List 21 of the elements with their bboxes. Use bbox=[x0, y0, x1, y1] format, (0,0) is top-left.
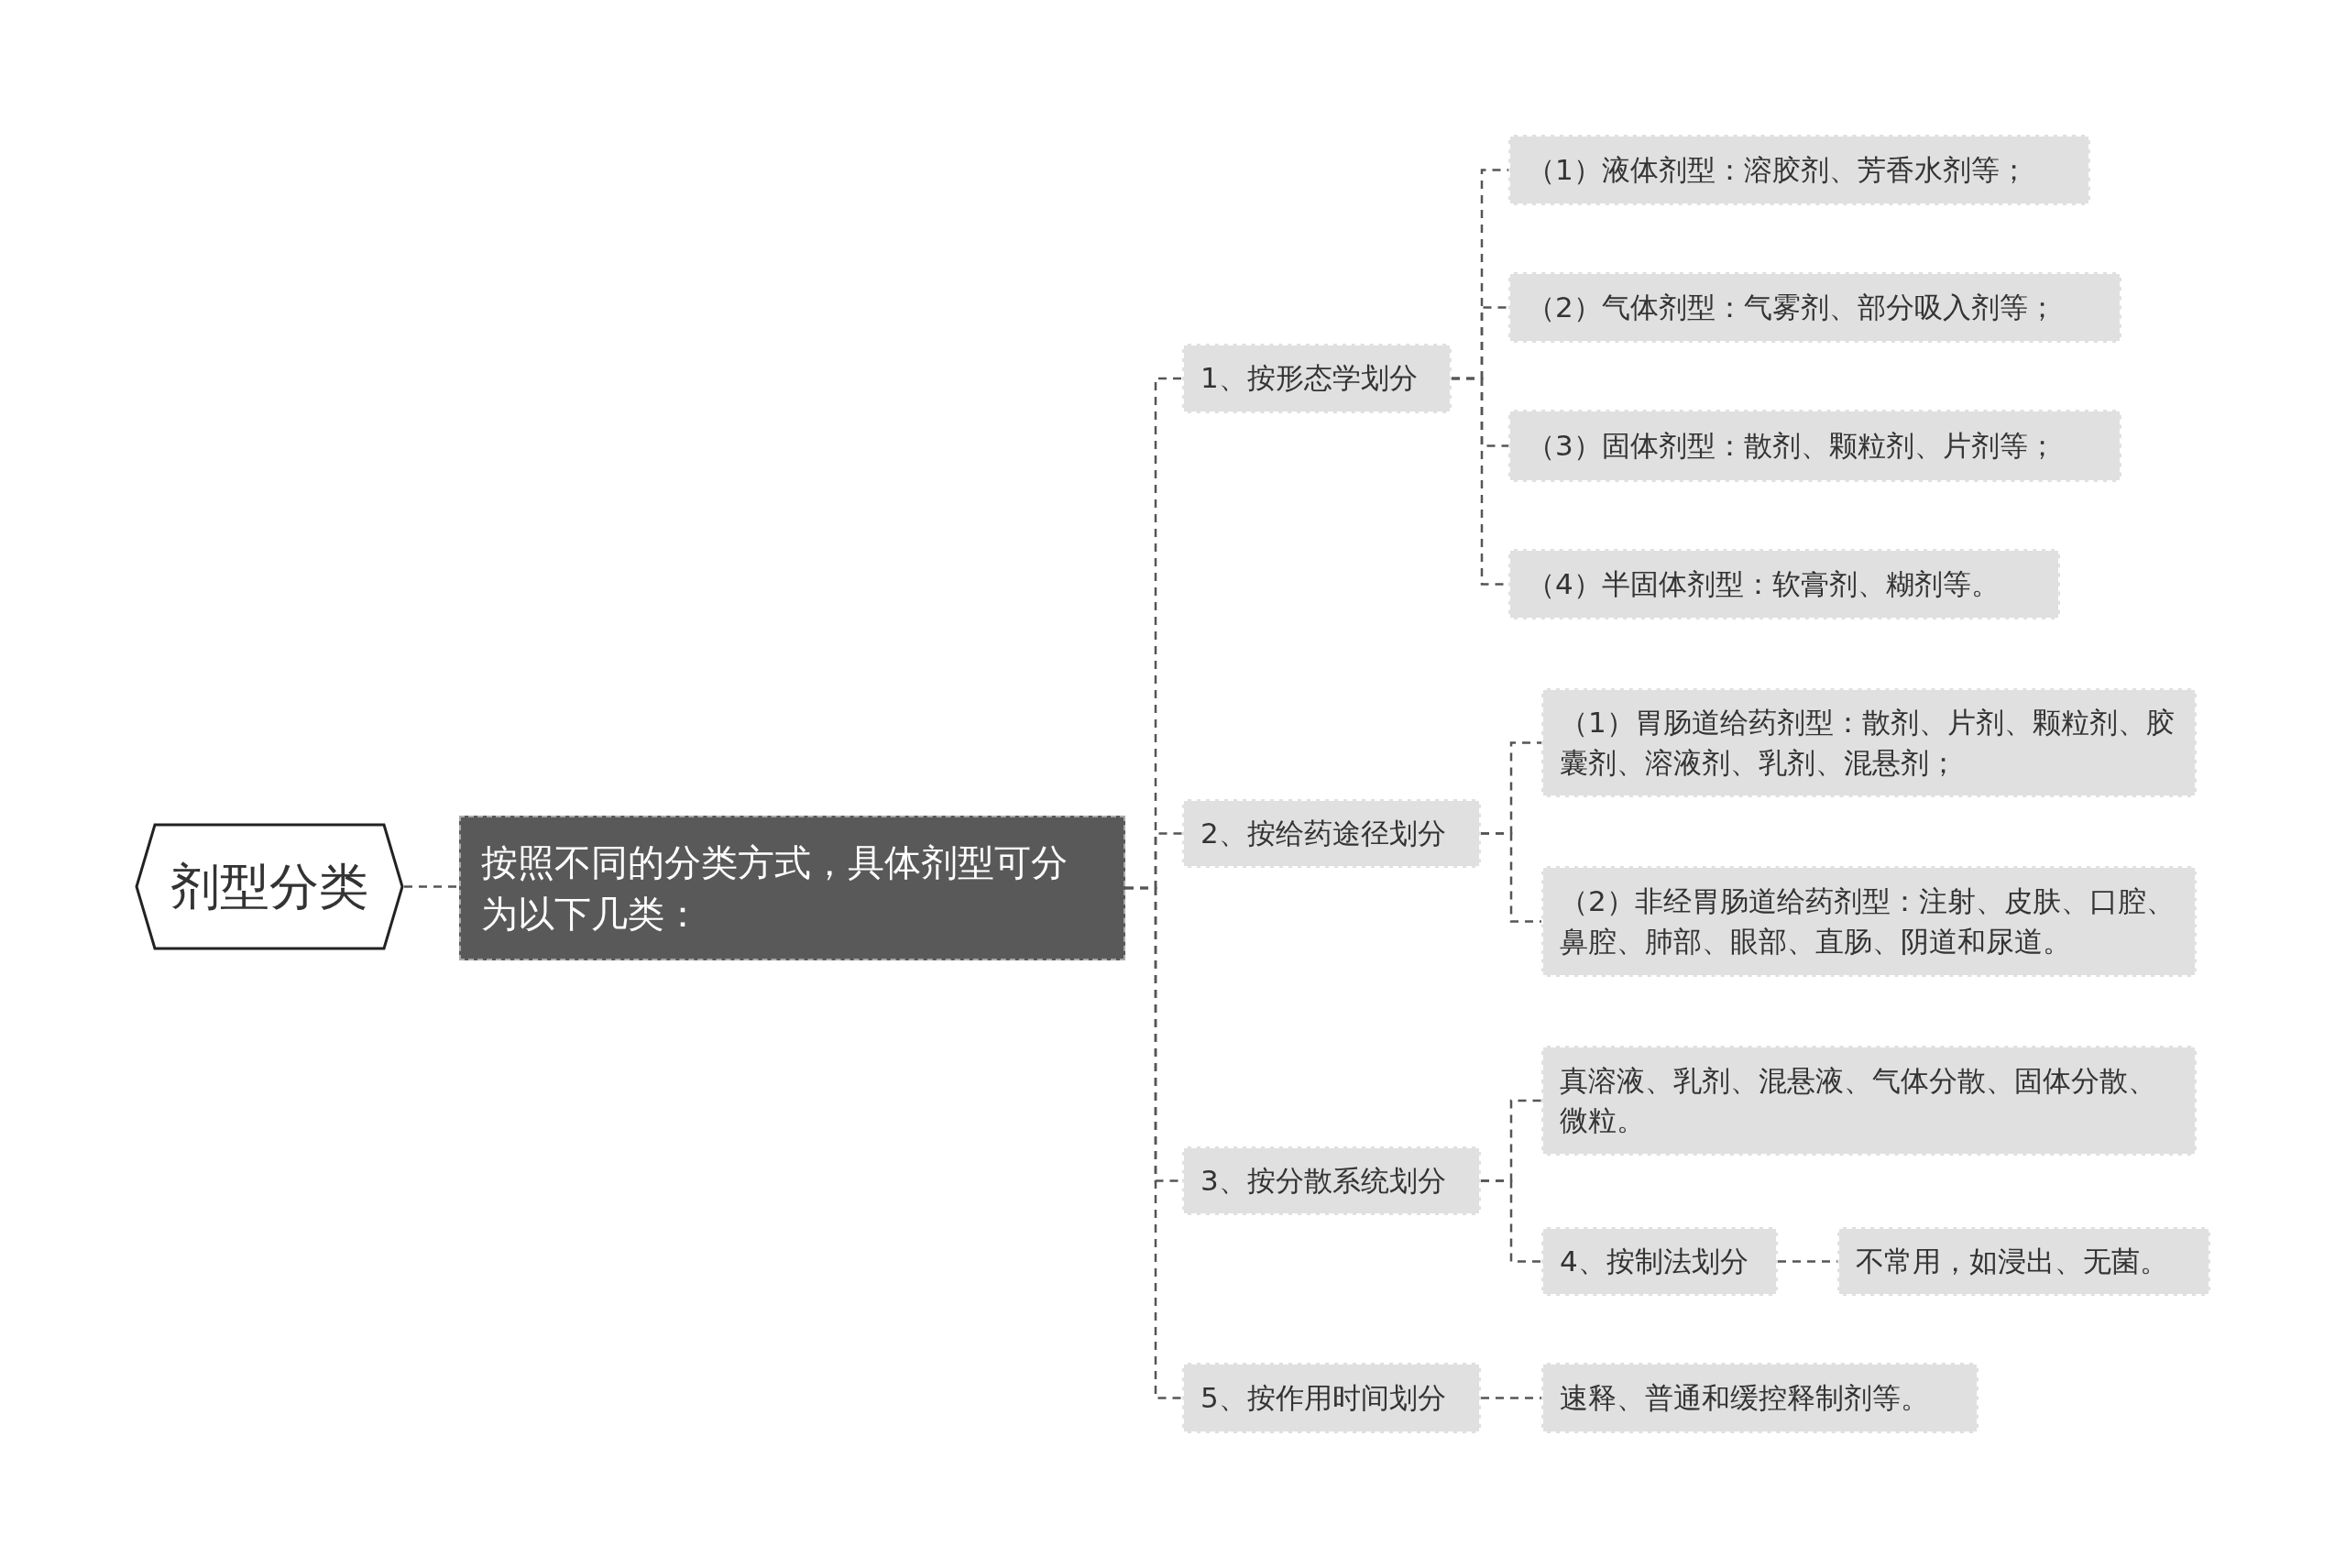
connector-line bbox=[1125, 886, 1182, 1399]
topic-box: （1）胃肠道给药剂型：散剂、片剂、颗粒剂、胶囊剂、溶液剂、乳剂、混悬剂； bbox=[1541, 688, 2197, 797]
topic-box: （1）液体剂型：溶胶剂、芳香水剂等； bbox=[1508, 135, 2090, 205]
topic-box: 不常用，如浸出、无菌。 bbox=[1837, 1227, 2210, 1296]
topic-box: 5、按作用时间划分 bbox=[1182, 1363, 1481, 1433]
connector-line bbox=[404, 885, 459, 888]
topic-box: （4）半固体剂型：软膏剂、糊剂等。 bbox=[1508, 549, 2060, 620]
connector-line bbox=[1481, 1179, 1541, 1263]
connector-line bbox=[1481, 832, 1541, 923]
topic-box: （2）非经胃肠道给药剂型：注射、皮肤、口腔、鼻腔、肺部、眼部、直肠、阴道和尿道。 bbox=[1541, 866, 2197, 977]
topic-box: 速释、普通和缓控释制剂等。 bbox=[1541, 1363, 1979, 1433]
topic-box: 4、按制法划分 bbox=[1541, 1227, 1778, 1296]
connector-line bbox=[1481, 1397, 1541, 1399]
topic-hexagon: 剂型分类 bbox=[135, 823, 404, 950]
topic-box: 3、按分散系统划分 bbox=[1182, 1146, 1481, 1215]
topic-box: （2）气体剂型：气雾剂、部分吸入剂等； bbox=[1508, 272, 2121, 343]
topic-box: 2、按给药途径划分 bbox=[1182, 799, 1481, 868]
summary-box: 按照不同的分类方式，具体剂型可分为以下几类： bbox=[459, 816, 1125, 960]
topic-box: 1、按形态学划分 bbox=[1182, 344, 1452, 413]
topic-box: （3）固体剂型：散剂、颗粒剂、片剂等； bbox=[1508, 410, 2121, 482]
topic-box: 真溶液、乳剂、混悬液、气体分散、固体分散、微粒。 bbox=[1541, 1046, 2197, 1156]
